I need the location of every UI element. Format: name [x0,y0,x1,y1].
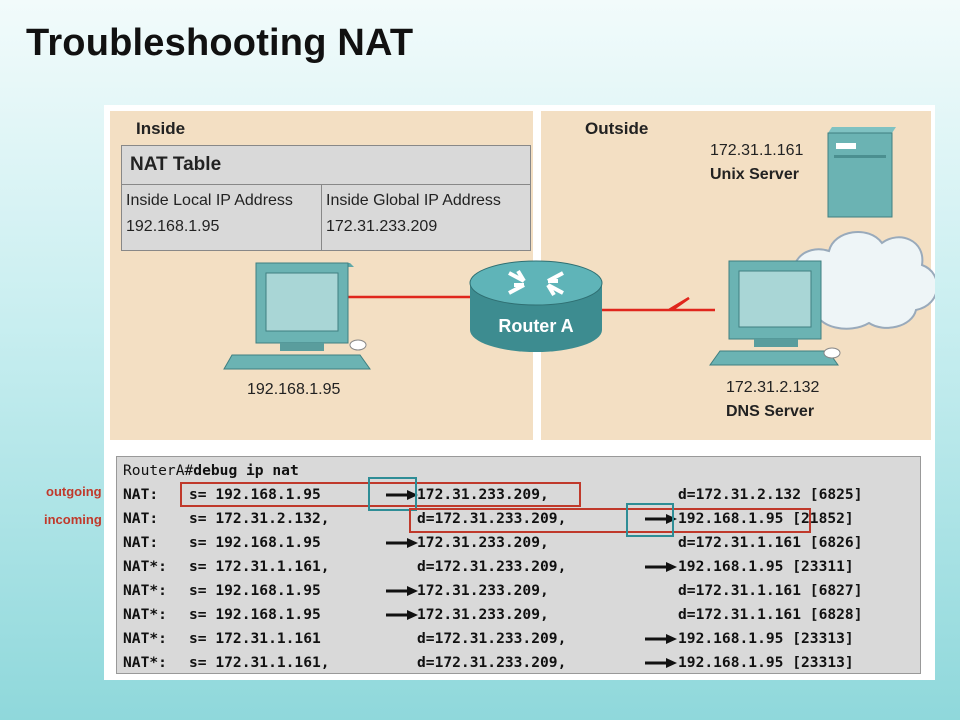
debug-tag: NAT*: [123,654,167,671]
debug-src: s= 172.31.2.132, [189,510,330,527]
incoming-highlight [409,508,811,533]
arrow-right-icon [645,634,677,644]
arrow-right-icon [645,514,677,524]
debug-mid: 172.31.233.209, [417,606,549,623]
arrow-right-icon [386,490,418,500]
debug-dst: 192.168.1.95 [21852] [678,510,854,527]
debug-dst: d=172.31.1.161 [6827] [678,582,863,599]
debug-mid: d=172.31.233.209, [417,630,567,647]
inside-label: Inside [136,119,186,138]
debug-tag: NAT: [123,486,159,503]
router-a-icon: Router A [469,260,603,352]
debug-command-line: RouterA#debug ip nat [123,460,299,482]
debug-dst: d=172.31.1.161 [6828] [678,606,863,623]
arrow-right-icon [645,658,677,668]
nat-cell-inside-global: 172.31.233.209 [326,218,438,235]
network-drawing: Router A [223,127,935,370]
debug-tag: NAT*: [123,606,167,623]
debug-src: s= 192.168.1.95 [189,606,321,623]
nat-col-inside-local: Inside Local IP Address [126,192,293,209]
debug-dst: 192.168.1.95 [23313] [678,630,854,647]
debug-mid: d=172.31.233.209, [417,654,567,671]
debug-tag: NAT*: [123,582,167,599]
debug-mid: 172.31.233.209, [417,486,549,503]
debug-prompt: RouterA# [123,462,194,479]
page-title: Troubleshooting NAT [26,22,414,64]
debug-line: NAT*: s= 192.168.1.95 172.31.233.209, d=172… [123,580,913,602]
debug-tag: NAT: [123,534,159,551]
debug-line: NAT*: s= 172.31.1.161, d=172.31.233.209, 19… [123,556,913,578]
outside-label: Outside [585,119,649,138]
nat-table: NAT Table Inside Local IP Address Inside… [121,145,531,251]
nat-cell-inside-local: 192.168.1.95 [126,218,220,235]
outgoing-arrow-highlight [368,477,417,511]
debug-mid: d=172.31.233.209, [417,558,567,575]
debug-output: RouterA#debug ip nat NAT: s= 192.168.1.95… [116,456,921,674]
incoming-arrow-highlight [626,503,674,537]
debug-mid: 172.31.233.209, [417,582,549,599]
outgoing-label: outgoing [46,484,102,499]
debug-dst: 192.168.1.95 [23311] [678,558,854,575]
incoming-label: incoming [44,512,102,527]
debug-src: s= 192.168.1.95 [189,582,321,599]
inside-panel: Inside NAT Table Inside Local IP Address… [110,111,533,440]
debug-tag: NAT*: [123,630,167,647]
debug-tag: NAT*: [123,558,167,575]
debug-src: s= 172.31.1.161 [189,630,321,647]
debug-src: s= 192.168.1.95 [189,486,321,503]
dns-server-ip: 172.31.2.132 [726,379,820,396]
debug-line: NAT*: s= 172.31.1.161, d=172.31.233.209, 19… [123,652,913,674]
debug-dst: d=172.31.1.161 [6826] [678,534,863,551]
dns-server-icon [709,260,841,366]
router-serial-link [602,296,715,312]
debug-mid: d=172.31.233.209, [417,510,567,527]
pc-ip-label: 192.168.1.95 [247,381,341,398]
debug-line: NAT: s= 192.168.1.95 172.31.233.209, d=172.… [123,484,913,506]
debug-dst: d=172.31.2.132 [6825] [678,486,863,503]
debug-line: NAT: s= 172.31.2.132, d=172.31.233.209, 192… [123,508,913,530]
outgoing-highlight [180,482,581,507]
nat-table-title: NAT Table [130,154,222,175]
debug-mid: 172.31.233.209, [417,534,549,551]
unix-server-name: Unix Server [710,166,799,183]
debug-src: s= 192.168.1.95 [189,534,321,551]
arrow-right-icon [645,562,677,572]
unix-server-icon [827,127,896,218]
arrow-right-icon [386,586,418,596]
unix-server-ip: 172.31.1.161 [710,142,804,159]
pc-workstation-icon [223,262,371,370]
nat-col-inside-global: Inside Global IP Address [326,192,501,209]
debug-line: NAT: s= 192.168.1.95 172.31.233.209, d=172.… [123,532,913,554]
debug-dst: 192.168.1.95 [23313] [678,654,854,671]
arrow-right-icon [386,538,418,548]
arrow-right-icon [386,610,418,620]
dns-server-name: DNS Server [726,403,815,420]
debug-tag: NAT: [123,510,159,527]
debug-src: s= 172.31.1.161, [189,654,330,671]
nat-diagram-figure: Inside NAT Table Inside Local IP Address… [104,105,935,680]
debug-line: NAT*: s= 192.168.1.95 172.31.233.209, d=172… [123,604,913,626]
debug-src: s= 172.31.1.161, [189,558,330,575]
router-label: Router A [498,316,573,336]
debug-line: NAT*: s= 172.31.1.161 d=172.31.233.209, 192… [123,628,913,650]
debug-command: debug ip nat [193,462,299,479]
